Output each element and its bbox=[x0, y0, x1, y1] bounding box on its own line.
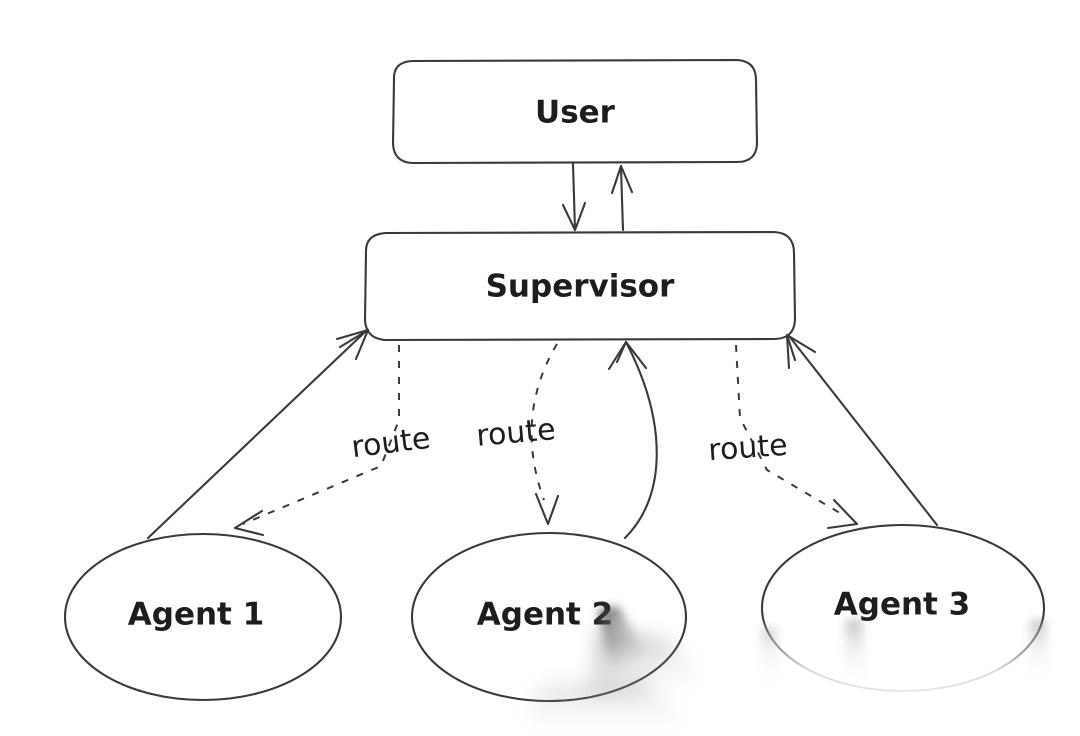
node-agent3-label: Agent 3 bbox=[834, 587, 970, 623]
node-agent1[interactable]: Agent 1 bbox=[63, 532, 343, 702]
edge-supervisor-to-agent2-arrowhead bbox=[534, 492, 560, 526]
edge-agent3-to-supervisor bbox=[785, 333, 939, 527]
edge-user-to-supervisor bbox=[561, 162, 587, 232]
edge-supervisor-to-agent2-line bbox=[530, 343, 558, 501]
edge-agent2-to-supervisor-arrowhead-second bbox=[615, 340, 628, 364]
edge-supervisor-to-agent3 bbox=[735, 344, 859, 530]
fade-canvas-bottom bbox=[700, 700, 1080, 736]
edge-label-route-1: route bbox=[349, 421, 432, 465]
node-supervisor[interactable]: Supervisor bbox=[363, 230, 797, 342]
edge-supervisor-to-agent2 bbox=[530, 343, 560, 526]
edge-supervisor-to-agent1 bbox=[233, 345, 400, 537]
edge-agent1-to-supervisor-arrowhead-second bbox=[338, 328, 370, 349]
edge-agent3-to-supervisor-line bbox=[787, 334, 939, 527]
edge-label-route-2: route bbox=[475, 412, 557, 454]
agent1-ellipse-outline bbox=[63, 532, 343, 702]
edge-user-to-supervisor-line bbox=[571, 162, 577, 231]
edge-agent1-to-supervisor bbox=[146, 328, 370, 540]
edge-user-to-supervisor-arrowhead bbox=[561, 201, 587, 232]
smudge-agent2-arc bbox=[520, 678, 700, 736]
node-user[interactable]: User bbox=[391, 58, 759, 165]
user-box-outline bbox=[391, 58, 759, 165]
ink-smudge-artifacts bbox=[520, 606, 1080, 736]
supervisor-box-outline bbox=[363, 230, 797, 342]
node-supervisor-label: Supervisor bbox=[486, 269, 675, 305]
edge-agent3-to-supervisor-arrowhead-second bbox=[785, 333, 797, 362]
edge-label-route-3: route bbox=[707, 428, 789, 468]
edge-agent2-to-supervisor-line bbox=[623, 342, 658, 540]
edge-supervisor-to-agent3-line bbox=[735, 344, 846, 517]
edge-supervisor-to-user-arrowhead bbox=[610, 164, 634, 195]
edge-agent2-to-supervisor bbox=[607, 340, 658, 540]
node-agent2-label: Agent 2 bbox=[477, 597, 613, 633]
edge-supervisor-to-agent1-arrowhead bbox=[233, 509, 265, 537]
edge-supervisor-to-user bbox=[610, 164, 634, 232]
edge-agent1-to-supervisor-line bbox=[146, 329, 368, 540]
node-user-label: User bbox=[535, 95, 616, 131]
edge-supervisor-to-agent3-arrowhead bbox=[826, 498, 859, 530]
node-agent1-label: Agent 1 bbox=[128, 597, 264, 633]
edge-supervisor-to-agent1-line bbox=[242, 345, 400, 525]
edge-supervisor-to-user-line bbox=[619, 166, 625, 232]
